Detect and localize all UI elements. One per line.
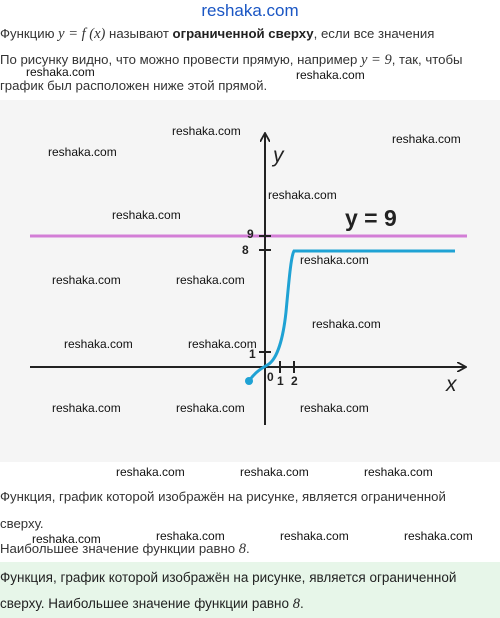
tick-label-y-1: 1 xyxy=(249,347,256,361)
y-axis-label: y xyxy=(273,144,284,167)
line-y-9-label: y = 9 xyxy=(345,205,397,231)
watermark: reshaka.com xyxy=(240,465,309,479)
conclusion-line-3-post: . xyxy=(246,541,250,556)
graph-area xyxy=(0,100,500,462)
formula-y-9: y = 9 xyxy=(360,52,392,68)
function-curve xyxy=(247,249,455,382)
intro-line-2-pre: По рисунку видно, что можно провести пря… xyxy=(0,52,358,67)
intro-line-1-pre: Функцию xyxy=(0,26,55,41)
answer-line-2-pre: сверху. Наибольшее значение функции равн… xyxy=(0,596,289,611)
watermark: reshaka.com xyxy=(26,65,95,79)
watermark: reshaka.com xyxy=(52,401,121,415)
conclusion-line-3-pre: Наибольшее значение функции равно xyxy=(0,541,236,556)
watermark: reshaka.com xyxy=(364,465,433,479)
watermark: reshaka.com xyxy=(176,273,245,287)
answer-line-1: Функция, график которой изображён на рис… xyxy=(0,570,457,585)
watermark: reshaka.com xyxy=(116,465,185,479)
answer-line-2-post: . xyxy=(300,596,304,611)
watermark: reshaka.com xyxy=(176,401,245,415)
conclusion-line-2: сверху. xyxy=(0,516,44,531)
watermark: reshaka.com xyxy=(64,337,133,351)
watermark: reshaka.com xyxy=(404,529,473,543)
tick-label-y-9: 9 xyxy=(247,227,254,241)
intro-line-2-post: , так, чтобы xyxy=(391,52,463,67)
watermark: reshaka.com xyxy=(32,532,101,546)
intro-line-1: Функцию y = f (x) называют ограниченной … xyxy=(0,26,434,43)
watermark: reshaka.com xyxy=(280,529,349,543)
watermark: reshaka.com xyxy=(188,337,257,351)
watermark: reshaka.com xyxy=(300,401,369,415)
formula-y-fx: y = f (x) xyxy=(58,26,106,42)
conclusion-line-1: Функция, график которой изображён на рис… xyxy=(0,489,446,504)
intro-line-1-post: , если все значения xyxy=(313,26,435,41)
watermark: reshaka.com xyxy=(156,529,225,543)
watermark: reshaka.com xyxy=(296,68,365,82)
watermark: reshaka.com xyxy=(268,188,337,202)
tick-label-x-2: 2 xyxy=(291,374,298,388)
answer-line-2: сверху. Наибольшее значение функции равн… xyxy=(0,596,304,613)
site-header[interactable]: reshaka.com xyxy=(201,1,299,20)
watermark: reshaka.com xyxy=(392,132,461,146)
intro-line-1-mid: называют xyxy=(109,26,169,41)
answer-box xyxy=(0,562,500,618)
curve-start-point xyxy=(245,377,253,385)
tick-label-x-0: 0 xyxy=(267,370,274,384)
answer-max-value: 8 xyxy=(292,596,300,612)
term-bounded-above: ограниченной сверху xyxy=(172,26,314,41)
intro-line-2: По рисунку видно, что можно провести пря… xyxy=(0,52,463,69)
watermark: reshaka.com xyxy=(52,273,121,287)
x-axis-label: x xyxy=(446,373,457,396)
tick-label-y-8: 8 xyxy=(242,243,249,257)
intro-line-3: график был расположен ниже этой прямой. xyxy=(0,78,268,93)
watermark: reshaka.com xyxy=(300,253,369,267)
watermark: reshaka.com xyxy=(312,317,381,331)
watermark: reshaka.com xyxy=(112,208,181,222)
watermark: reshaka.com xyxy=(48,145,117,159)
conclusion-max-value: 8 xyxy=(238,541,247,557)
tick-label-x-1: 1 xyxy=(277,374,284,388)
conclusion-line-3: Наибольшее значение функции равно 8. xyxy=(0,541,250,558)
watermark: reshaka.com xyxy=(172,124,241,138)
